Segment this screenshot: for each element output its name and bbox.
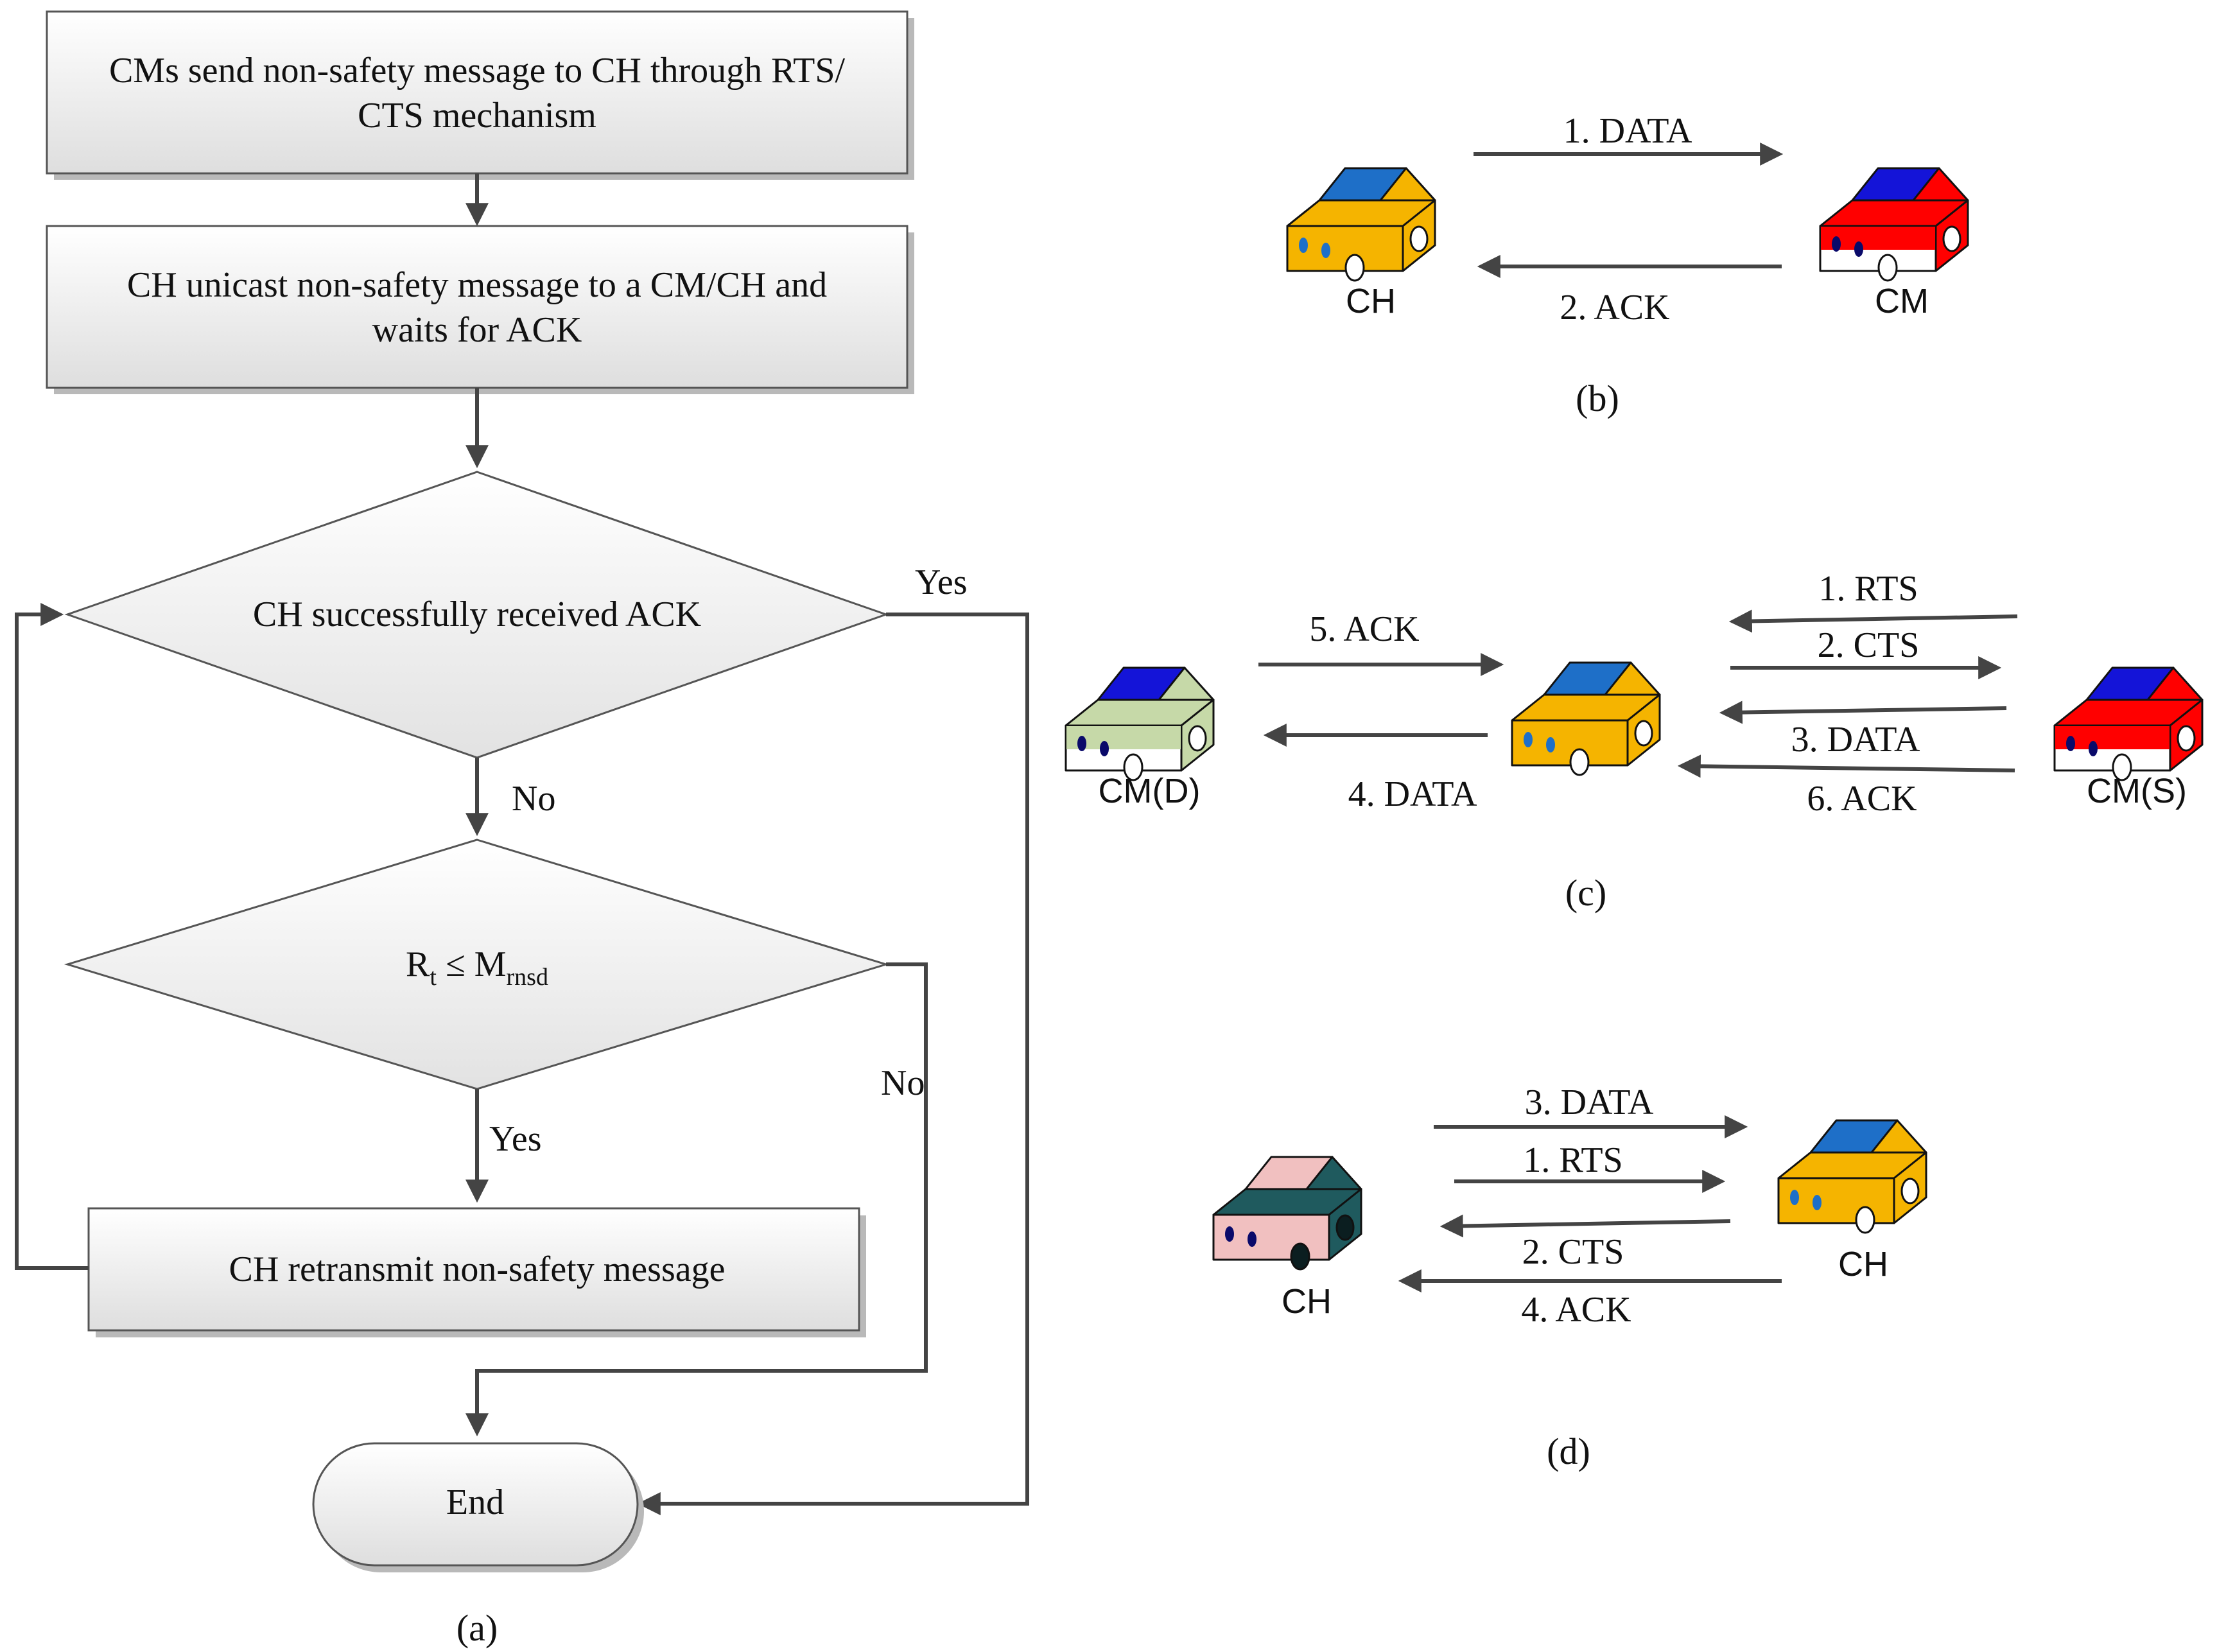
label-d-rts: 1. RTS [1523,1140,1622,1180]
decision2-no-label: No [881,1063,925,1103]
flow-box-send-rts-cts: CMs send non-safety message to CH throug… [46,10,914,180]
path-decision1-yes [637,613,1029,1515]
label-b-data: 1. DATA [1563,111,1692,151]
label-c-data4: 4. DATA [1348,774,1477,814]
panel-b: 1. DATA 2. ACK CH CM (b) [1286,111,1969,419]
label-d-ch-right: CH [1838,1245,1888,1283]
car-center-yellow [1511,661,1661,776]
flow-box-unicast: CH unicast non-safety message to a CM/CH… [46,225,914,394]
car-cmd-green [1065,666,1215,781]
label-b-cm: CM [1875,282,1929,320]
car-cm-red [1819,167,1969,282]
decision1-no-label: No [512,779,555,819]
decision-ack-text: CH successfully received ACK [253,595,701,634]
label-d-ch-left: CH [1282,1282,1332,1321]
car-ch-yellow [1286,167,1436,282]
decision-retry-text: Rt ≤ Mrnsd [406,944,548,991]
arrow-c-data3 [1719,700,2007,724]
arrow-d-cts [1439,1214,1731,1238]
label-d-ack: 4. ACK [1521,1290,1631,1330]
caption-a: (a) [457,1607,498,1649]
panel-d: 3. DATA 1. RTS 2. CTS 4. ACK CH CH (d) [1212,1082,1927,1472]
label-c-ack5: 5. ACK [1309,609,1419,649]
caption-d: (d) [1547,1430,1590,1472]
label-b-ack: 2. ACK [1560,288,1669,327]
car-cms-red [2053,666,2204,781]
decision2-yes-label: Yes [489,1119,541,1159]
arrow-c-ack6 [1677,754,2015,778]
label-c-data3: 3. DATA [1791,720,1920,760]
caption-b: (b) [1576,378,1619,419]
label-d-data: 3. DATA [1525,1082,1654,1122]
label-c-rts: 1. RTS [1818,569,1918,609]
decision-ack-received: CH successfully received ACK [64,471,889,759]
caption-c: (c) [1565,872,1606,914]
flow-end: End [312,1442,644,1572]
arrow-c-rts [1728,609,2018,633]
car-ch-yellow-d [1777,1119,1927,1234]
path-decision2-no [465,962,928,1437]
flow-box-send-line1: CMs send non-safety message to CH throug… [109,51,846,91]
panel-c: 5. ACK 4. DATA 1. RTS 2. CTS 3. DATA 6. … [1065,569,2204,914]
flow-box-unicast-line1: CH unicast non-safety message to a CM/CH… [127,265,827,305]
flow-box-send-line2: CTS mechanism [358,96,596,135]
flow-box-retransmit: CH retransmit non-safety message [87,1207,866,1337]
flow-end-text: End [446,1482,504,1522]
decision-retry-limit: Rt ≤ Mrnsd [64,839,890,1090]
label-b-ch: CH [1346,282,1396,320]
label-c-cms: CM(S) [2087,772,2187,810]
label-c-ack6: 6. ACK [1807,779,1917,819]
flow-box-retransmit-text: CH retransmit non-safety message [229,1249,726,1289]
label-c-cmd: CM(D) [1099,772,1201,810]
label-d-cts: 2. CTS [1522,1232,1624,1272]
decision1-yes-label: Yes [915,562,967,602]
flowchart: CMs send non-safety message to CH throug… [15,10,1029,1649]
label-c-cts: 2. CTS [1818,625,1920,665]
car-ch-teal [1212,1156,1362,1271]
flow-box-unicast-line2: waits for ACK [372,310,582,350]
path-loop-back [15,603,89,1270]
